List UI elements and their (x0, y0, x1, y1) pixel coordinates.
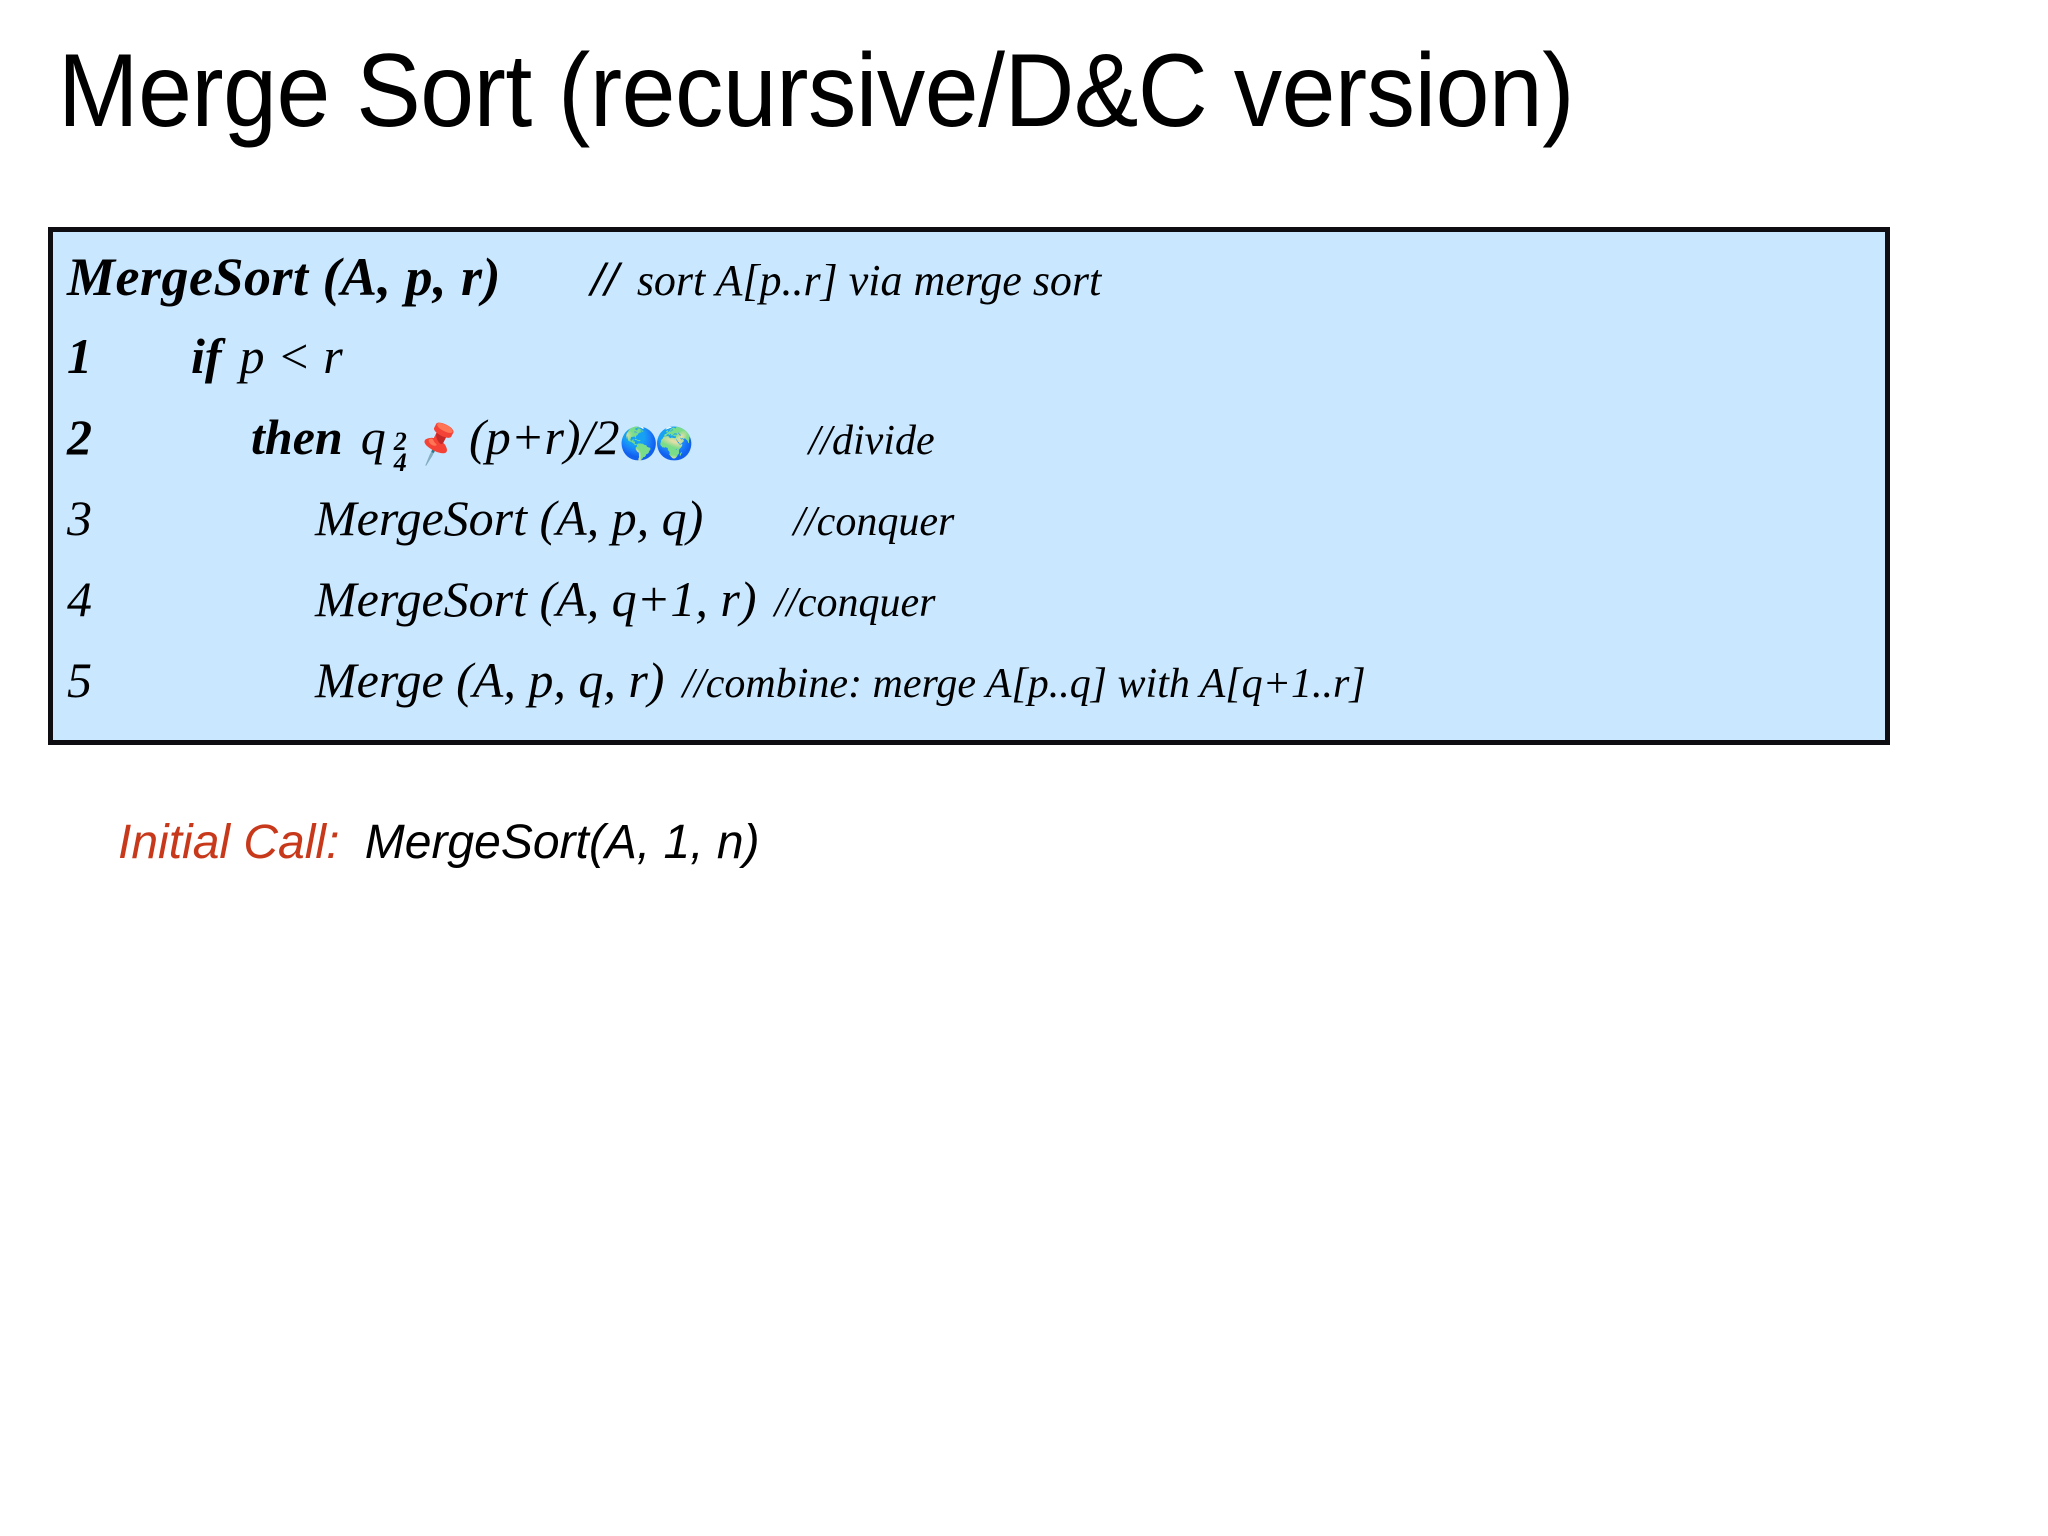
line-3-comment: //conquer (793, 499, 955, 545)
pseudocode-line-1: 1 if p < r (67, 327, 1885, 408)
line-5-code: Merge (A, p, q, r) (315, 652, 665, 708)
signature-comment: sort A[p..r] via merge sort (636, 256, 1102, 305)
line-2-variable: q (360, 409, 386, 465)
pseudocode-line-3: 3 MergeSort (A, p, q) //conquer (67, 489, 1885, 570)
fraction-denominator: 4 (393, 448, 407, 478)
initial-call-value: MergeSort(A, 1, n) (364, 816, 760, 869)
line-5-comment: //combine: merge A[p..q] with A[q+1..r] (682, 661, 1366, 707)
line-3-code: MergeSort (A, p, q) (315, 490, 704, 546)
pushpin-icon: 📌 (411, 419, 464, 468)
line-2-comment: //divide (808, 418, 935, 464)
line-2-expression: (p+r)/2 (469, 409, 620, 465)
pseudocode-line-5: 5 Merge (A, p, q, r) //combine: merge A[… (67, 651, 1885, 732)
line-4-comment: //conquer (774, 580, 936, 626)
keyword-then: then (251, 409, 343, 465)
line-number: 5 (67, 652, 92, 708)
line-number: 4 (67, 571, 92, 627)
line-number: 2 (67, 409, 92, 465)
globe-icon: 🌎🌍 (619, 426, 693, 461)
page-title: Merge Sort (recursive/D&C version) (58, 33, 1574, 149)
pseudocode-line-4: 4 MergeSort (A, q+1, r) //conquer (67, 570, 1885, 651)
initial-call: Initial Call: MergeSort(A, 1, n) (118, 815, 760, 870)
stacked-fraction-glyph: 2 4 (393, 427, 407, 478)
pseudocode-line-signature: MergeSort (A, p, r) // sort A[p..r] via … (67, 246, 1885, 327)
fraction-numerator: 2 (393, 427, 407, 456)
pseudocode-line-2: 2 then q 2 4 📌 (p+r)/2 🌎🌍 //divide (67, 408, 1885, 489)
pseudocode-lines: MergeSort (A, p, r) // sort A[p..r] via … (53, 232, 1885, 732)
comment-slashes: // (591, 250, 619, 306)
line-1-code: p < r (239, 328, 343, 384)
line-4-code: MergeSort (A, q+1, r) (315, 571, 757, 627)
pseudocode-box: MergeSort (A, p, r) // sort A[p..r] via … (48, 227, 1890, 745)
line-number: 3 (67, 490, 92, 546)
line-number: 1 (67, 328, 92, 384)
initial-call-label: Initial Call: (118, 816, 340, 869)
procedure-signature: MergeSort (A, p, r) (67, 247, 502, 307)
keyword-if: if (191, 328, 222, 384)
